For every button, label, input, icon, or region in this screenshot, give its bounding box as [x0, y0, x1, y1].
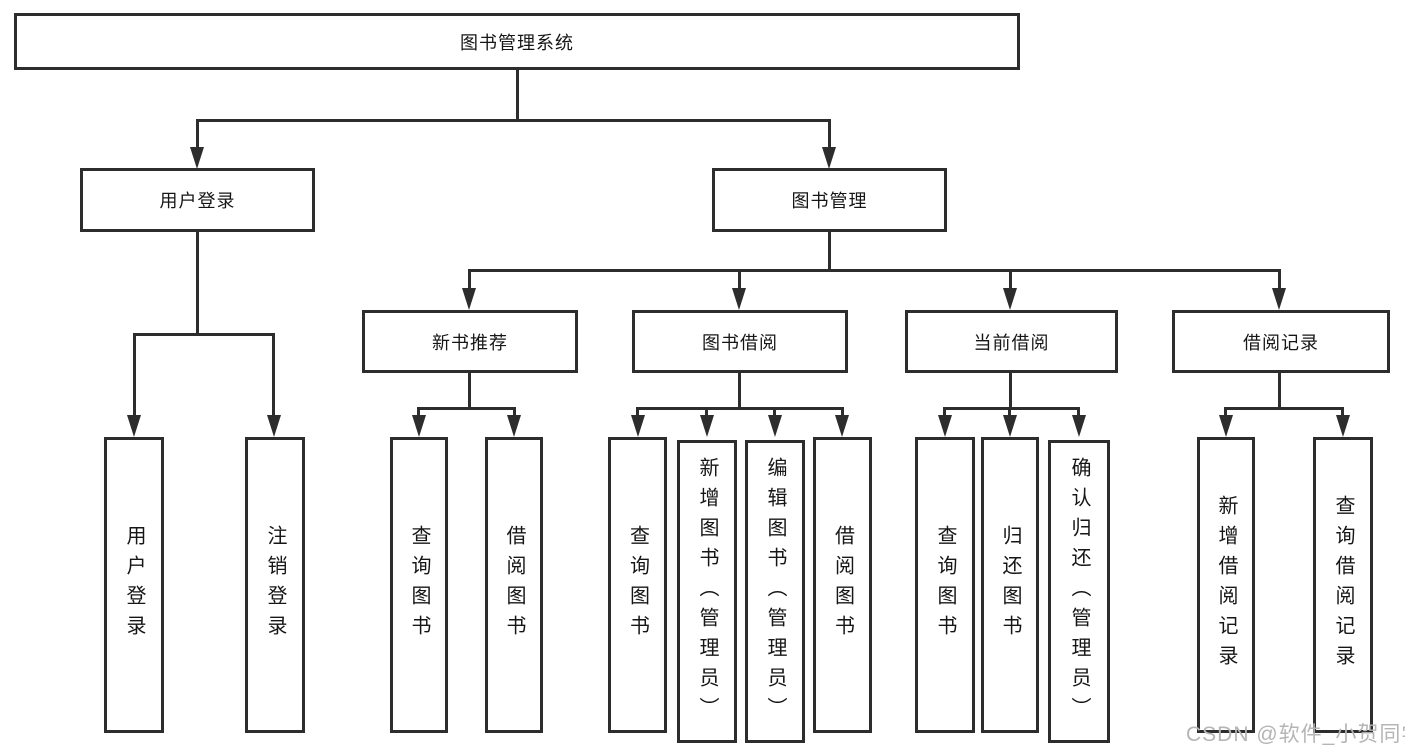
- edge-cb-stub-2: [1008, 407, 1011, 417]
- edge-root-rail: [196, 119, 831, 122]
- edge-br-drop: [1278, 373, 1281, 410]
- edge-newbook-stub-1: [417, 407, 420, 417]
- edge-cb-stub-1: [943, 407, 946, 417]
- arrow-to-cb-confirm: [1072, 415, 1086, 437]
- edge-br-stub-2: [1341, 407, 1344, 417]
- arrow-to-current-borrow: [1003, 288, 1017, 310]
- edge-root-drop: [516, 70, 519, 121]
- node-book-mgmt: 图书管理: [712, 168, 947, 232]
- arrow-to-br-add: [1219, 415, 1233, 437]
- arrow-to-nb-query: [412, 415, 426, 437]
- arrow-to-bb-edit: [768, 415, 782, 437]
- edge-stub-newbook: [468, 269, 471, 291]
- leaf-cb-query: 查询图书: [915, 437, 975, 733]
- node-user-login: 用户登录: [80, 168, 315, 232]
- arrow-to-book-mgmt: [822, 147, 836, 169]
- leaf-cb-return: 归还图书: [981, 437, 1039, 733]
- leaf-nb-borrow: 借阅图书: [485, 437, 543, 733]
- arrow-to-cb-query: [938, 415, 952, 437]
- edge-bb-drop: [738, 373, 741, 410]
- leaf-bb-query: 查询图书: [608, 437, 667, 733]
- edge-userlogin-rail: [133, 333, 275, 336]
- leaf-logout: 注销登录: [245, 437, 305, 733]
- arrow-to-cb-return: [1003, 415, 1017, 437]
- edge-bookmgmt-rail: [468, 269, 1281, 272]
- edge-newbook-stub-2: [513, 407, 516, 417]
- edge-stub-borrowrecords: [1278, 269, 1281, 291]
- edge-cb-stub-3: [1077, 407, 1080, 417]
- leaf-user-login: 用户登录: [104, 437, 164, 733]
- edge-cb-rail: [943, 407, 1080, 410]
- edge-bb-rail: [636, 407, 844, 410]
- arrow-to-user-login: [190, 147, 204, 169]
- edge-cb-drop: [1009, 373, 1012, 410]
- edge-root-stub-left: [196, 119, 199, 150]
- leaf-bb-edit: 编辑图书（管理员）: [745, 440, 805, 743]
- edge-root-stub-right: [828, 119, 831, 150]
- leaf-cb-confirm: 确认归还（管理员）: [1048, 440, 1110, 743]
- arrow-to-borrow-records: [1272, 288, 1286, 310]
- edge-userlogin-stub-1: [133, 333, 136, 417]
- node-current-borrow: 当前借阅: [905, 310, 1118, 373]
- edge-userlogin-stub-2: [272, 333, 275, 417]
- edge-br-stub-1: [1224, 407, 1227, 417]
- leaf-bb-add: 新增图书（管理员）: [677, 440, 737, 743]
- edge-br-rail: [1224, 407, 1344, 410]
- leaf-br-add: 新增借阅记录: [1197, 437, 1255, 733]
- watermark: CSDN @软件_小贺同学: [1186, 723, 1405, 746]
- leaf-bb-borrow: 借阅图书: [813, 437, 872, 733]
- edge-stub-currentborrow: [1009, 269, 1012, 291]
- arrow-to-newbook-rec: [462, 288, 476, 310]
- edge-bb-stub-4: [841, 407, 844, 417]
- arrow-to-br-query: [1336, 415, 1350, 437]
- node-borrow-records: 借阅记录: [1172, 310, 1390, 373]
- arrow-to-book-borrow: [732, 288, 746, 310]
- node-book-borrow: 图书借阅: [632, 310, 848, 373]
- leaf-br-query: 查询借阅记录: [1313, 437, 1373, 733]
- edge-newbook-drop: [468, 373, 471, 410]
- arrow-to-bb-add: [700, 415, 714, 437]
- arrow-to-leaf-user-login: [127, 415, 141, 437]
- arrow-to-nb-borrow: [507, 415, 521, 437]
- arrow-to-bb-query: [631, 415, 645, 437]
- edge-stub-bookborrow: [738, 269, 741, 291]
- edge-newbook-rail: [417, 407, 516, 410]
- node-newbook-rec: 新书推荐: [362, 310, 578, 373]
- edge-bb-stub-3: [773, 407, 776, 417]
- edge-bookmgmt-drop: [828, 232, 831, 272]
- edge-bb-stub-1: [636, 407, 639, 417]
- edge-userlogin-drop: [196, 232, 199, 336]
- node-library-system: 图书管理系统: [14, 13, 1020, 70]
- arrow-to-leaf-logout: [267, 415, 281, 437]
- arrow-to-bb-borrow: [835, 415, 849, 437]
- leaf-nb-query: 查询图书: [390, 437, 448, 733]
- edge-bb-stub-2: [705, 407, 708, 417]
